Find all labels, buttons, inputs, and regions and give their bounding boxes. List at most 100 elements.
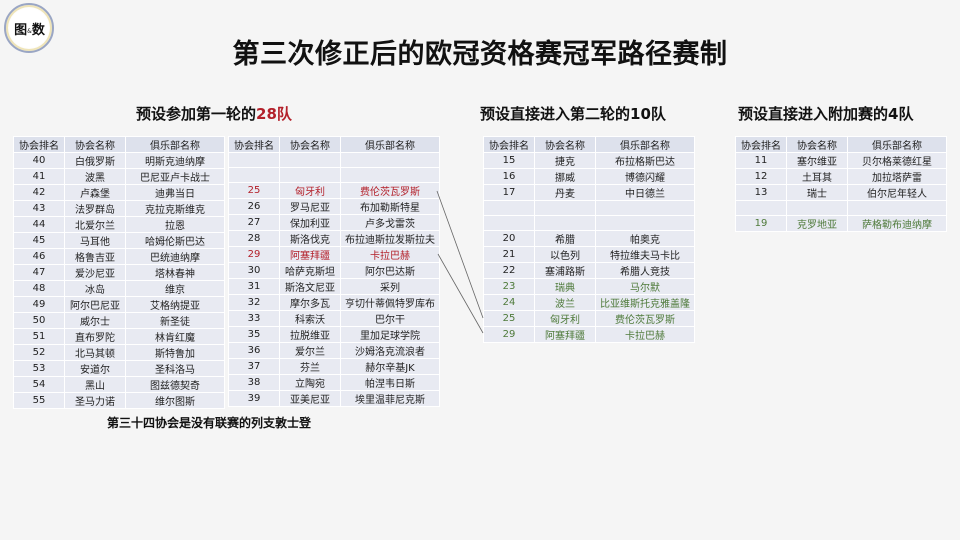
club-cell: 特拉维夫马卡比 [596,247,694,262]
club-cell: 阿尔巴达斯 [341,263,439,278]
association-cell: 阿塞拜疆 [535,327,595,342]
club-cell: 巴尔干 [341,311,439,326]
rank-cell: 54 [14,377,64,392]
rank-cell: 25 [229,183,279,198]
rank-cell: 47 [14,265,64,280]
club-cell: 克拉克斯维克 [126,201,224,216]
club-cell: 费伦茨瓦罗斯 [596,311,694,326]
association-cell [787,201,847,215]
table-header-row: 协会排名 协会名称 俱乐部名称 [229,137,439,152]
rank-cell: 48 [14,281,64,296]
section-title-playoff: 预设直接进入附加赛的4队 [738,105,914,123]
association-cell: 法罗群岛 [65,201,125,216]
section-title-round1: 预设参加第一轮的28队 [136,103,292,124]
club-cell: 艾格纳提亚 [126,297,224,312]
association-cell: 马耳他 [65,233,125,248]
rank-cell: 49 [14,297,64,312]
rank-cell: 20 [484,231,534,246]
rank-cell: 27 [229,215,279,230]
logo-amp: & [27,28,32,35]
rank-cell: 46 [14,249,64,264]
association-cell: 以色列 [535,247,595,262]
rank-cell: 41 [14,169,64,184]
table-header-row: 协会排名 协会名称 俱乐部名称 [484,137,694,152]
table-header-row: 协会排名 协会名称 俱乐部名称 [736,137,946,152]
rank-cell: 28 [229,231,279,246]
association-cell: 冰岛 [65,281,125,296]
club-cell: 费伦茨瓦罗斯 [341,183,439,198]
connector-line-azerbaijan [437,253,484,334]
association-cell: 瑞典 [535,279,595,294]
connector-line-hungary [436,190,484,319]
association-cell [535,216,595,230]
rank-cell [484,201,534,215]
section-title-round1-count: 28队 [256,105,292,123]
logo-char-2: 数 [31,22,45,38]
association-cell: 哈萨克斯坦 [280,263,340,278]
club-cell: 维京 [126,281,224,296]
club-cell: 里加足球学院 [341,327,439,342]
club-cell: 卢多戈雷茨 [341,215,439,230]
club-cell: 博德闪耀 [596,169,694,184]
association-cell: 芬兰 [280,359,340,374]
col-header-rank: 协会排名 [484,137,534,152]
rank-cell: 25 [484,311,534,326]
association-cell: 土耳其 [787,169,847,184]
club-cell: 加拉塔萨雷 [848,169,946,184]
association-cell: 圣马力诺 [65,393,125,408]
club-cell [596,201,694,215]
association-cell: 挪威 [535,169,595,184]
club-cell: 拉恩 [126,217,224,232]
club-cell: 图兹德契奇 [126,377,224,392]
association-cell: 北马其顿 [65,345,125,360]
rank-cell: 45 [14,233,64,248]
club-cell: 林肯红魔 [126,329,224,344]
association-cell: 北爱尔兰 [65,217,125,232]
col-header-club: 俱乐部名称 [848,137,946,152]
association-cell: 科索沃 [280,311,340,326]
club-cell: 马尔默 [596,279,694,294]
club-cell: 沙姆洛克流浪者 [341,343,439,358]
col-header-club: 俱乐部名称 [341,137,439,152]
association-cell: 安道尔 [65,361,125,376]
rank-cell: 33 [229,311,279,326]
association-cell: 塞浦路斯 [535,263,595,278]
association-cell: 罗马尼亚 [280,199,340,214]
club-cell: 帕奥克 [596,231,694,246]
rank-cell: 55 [14,393,64,408]
association-cell: 阿尔巴尼亚 [65,297,125,312]
association-cell: 直布罗陀 [65,329,125,344]
col-header-assoc: 协会名称 [65,137,125,152]
table-row [736,201,946,215]
association-cell [280,153,340,167]
rank-cell: 43 [14,201,64,216]
table-header-row: 协会排名 协会名称 俱乐部名称 [14,137,224,152]
association-cell: 波兰 [535,295,595,310]
club-cell [341,168,439,182]
rank-cell: 29 [229,247,279,262]
club-cell: 采列 [341,279,439,294]
